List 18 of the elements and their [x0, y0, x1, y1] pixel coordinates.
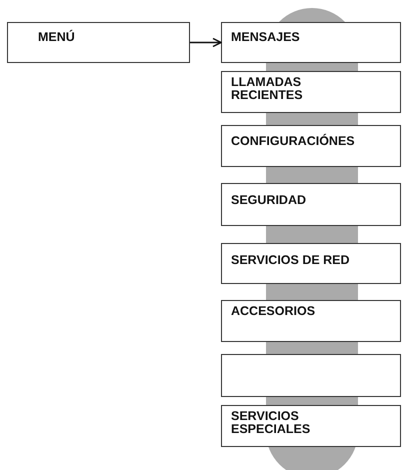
- menu-item-box: [221, 22, 401, 63]
- menu-item-box: [221, 125, 401, 167]
- menu-item-label: LLAMADAS RECIENTES: [231, 76, 304, 102]
- menu-item-box: [221, 183, 401, 226]
- menu-item-label: SERVICIOS DE RED: [231, 254, 351, 268]
- menu-item-box: [221, 71, 401, 113]
- menu-item-box: [7, 22, 190, 63]
- menu-item-label: MENSAJES: [231, 31, 301, 44]
- menu-item-label: ACCESORIOS: [231, 305, 316, 318]
- menu-item-label: SERVICIOS ESPECIALES: [231, 410, 312, 436]
- menu-item-box: [221, 300, 401, 342]
- menu-item-label: CONFIGURACIÓNES: [231, 135, 356, 148]
- arrow: [190, 38, 222, 48]
- menu-item-box: [221, 243, 401, 284]
- menu-item-label: SEGURIDAD: [231, 194, 308, 208]
- menu-item-label: MENÚ: [38, 31, 76, 44]
- menu-item-box: [221, 405, 401, 447]
- menu-item-box: [221, 354, 401, 397]
